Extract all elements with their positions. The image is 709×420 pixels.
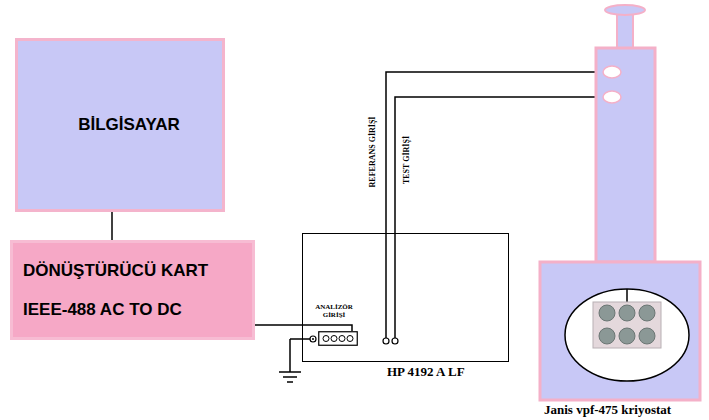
wire (385, 234, 387, 338)
sample-contact (619, 305, 635, 321)
sample-contact (619, 328, 635, 344)
connector-wire (395, 97, 596, 233)
connector-wire (111, 212, 113, 240)
cryostat-drawing (538, 2, 706, 418)
node-label: ANALİZÖR GİRİŞİ (310, 303, 358, 319)
pin (323, 336, 329, 342)
sample-contact (639, 305, 655, 321)
converter-box: DÖNÜŞTÜRÜCÜ KART IEEE-488 AC TO DC (10, 240, 255, 340)
input-connector (318, 331, 358, 346)
sample-holder (593, 302, 661, 348)
jack (392, 338, 398, 344)
ground-symbol (279, 371, 301, 373)
ground-symbol (283, 376, 297, 378)
cryostat-base (540, 262, 700, 400)
cryostat-knob (605, 5, 645, 15)
connector-outline (319, 332, 358, 346)
cryostat-column (596, 48, 655, 262)
wire (290, 338, 310, 340)
sample-contact (639, 328, 655, 344)
wire (394, 234, 396, 338)
pin (331, 336, 337, 342)
node-label: HP 4192 A LF (387, 364, 465, 380)
ground-terminal (310, 336, 316, 342)
cryostat-box: Janis vpf-475 kriyostat (538, 2, 706, 418)
port (603, 66, 621, 78)
connector-wire (386, 72, 596, 233)
cryostat-stem (617, 13, 633, 51)
port (603, 91, 621, 103)
ground-symbol (287, 381, 293, 383)
connector-wire (255, 325, 352, 331)
pin (339, 336, 345, 342)
input-label: REFERANS GİRİŞİ (368, 115, 377, 190)
sample-contact (599, 328, 615, 344)
input-label: TEST GİRİŞİ (402, 134, 411, 186)
sample-contact (599, 305, 615, 321)
node-label: DÖNÜŞTÜRÜCÜ KART IEEE-488 AC TO DC (23, 251, 228, 329)
jack (383, 338, 389, 344)
ground-terminal-dot (312, 338, 314, 340)
node-label: Janis vpf-475 kriyostat (544, 402, 671, 418)
computer-box: BİLGİSAYAR (15, 38, 225, 212)
node-label: BİLGİSAYAR (60, 115, 180, 135)
wire (289, 339, 291, 372)
input-box: ANALİZÖR GİRİŞİ (310, 303, 358, 349)
analyzer-box: HP 4192 A LFANALİZÖR GİRİŞİ (302, 233, 509, 362)
sample-chamber (565, 289, 689, 381)
pin (347, 336, 353, 342)
sample-wire (626, 289, 628, 302)
